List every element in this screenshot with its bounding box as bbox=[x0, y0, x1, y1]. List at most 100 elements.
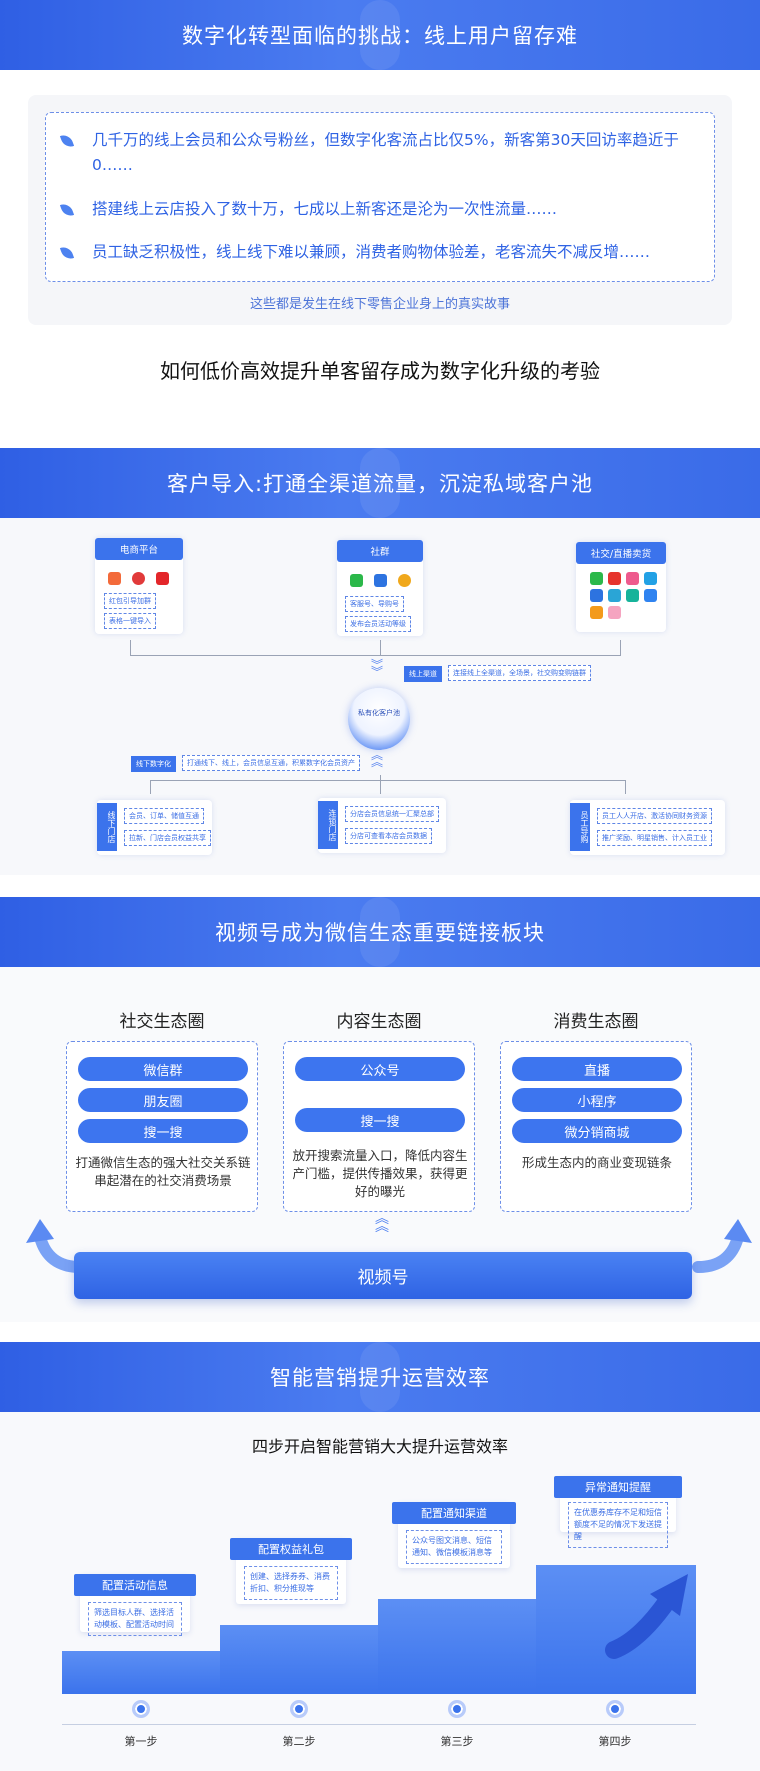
ecosystem-item: 微信群 bbox=[78, 1057, 248, 1081]
section2-banner: 客户导入:打通全渠道流量，沉淀私域客户池 bbox=[0, 448, 760, 518]
chevron-up-icon: ︽︽ bbox=[375, 1211, 389, 1235]
chevron-down-icon: ︾︾ bbox=[371, 658, 384, 679]
outlet-staff-label: 员工导购 bbox=[570, 803, 590, 851]
source-social-live: 社交/直播卖货 bbox=[576, 542, 666, 632]
private-pool-circle bbox=[348, 688, 410, 750]
source-tag: 客服号、导购号 bbox=[345, 596, 404, 612]
qq-icon bbox=[590, 589, 603, 602]
column-description: 放开搜索流量入口，降低内容生产门槛，提供传播效果，获得更好的曝光 bbox=[292, 1148, 468, 1199]
section4-title: 智能营销提升运营效率 bbox=[270, 1366, 490, 1390]
section4-subtitle: 四步开启智能营销大大提升运营效率 bbox=[251, 1437, 508, 1456]
video-account-base: 视频号 bbox=[74, 1252, 692, 1299]
connector-line bbox=[130, 640, 131, 655]
section1-title: 数字化转型面临的挑战：线上用户留存难 bbox=[182, 24, 578, 48]
step-description: 创建、选择券券、消费折扣、积分推现等 bbox=[244, 1566, 338, 1600]
step-description: 公众号图文消息、短信通知、微信模板消息等 bbox=[406, 1530, 502, 1564]
connector-line bbox=[380, 640, 381, 655]
ecosystem-item: 搜一搜 bbox=[78, 1119, 248, 1143]
outlet-chain: 连锁门店 分店会员信息统一汇聚总部 分店可查看本店会员数据 bbox=[318, 798, 446, 853]
curved-arrow-right-icon bbox=[692, 1219, 752, 1273]
outlet-staff: 员工导购 员工人人开店、激活协同财务资源 推广奖励、明星销售、计入员工业 bbox=[570, 800, 725, 855]
step-head: 配置活动信息 bbox=[74, 1574, 196, 1596]
step-dot bbox=[606, 1700, 624, 1718]
source-community: 社群 客服号、导购号 发布会员活动等级 bbox=[337, 540, 423, 636]
ecosystem-item: 微分销商城 bbox=[512, 1119, 682, 1143]
section4-banner: 智能营销提升运营效率 bbox=[0, 1342, 760, 1412]
step-label: 第一步 bbox=[124, 1735, 158, 1748]
step-label: 第二步 bbox=[282, 1735, 316, 1748]
connector-line bbox=[130, 655, 621, 656]
stair-step bbox=[220, 1625, 378, 1694]
section1-banner: 数字化转型面临的挑战：线上用户留存难 bbox=[0, 0, 760, 70]
outlet-chain-label: 连锁门店 bbox=[318, 801, 338, 849]
connector-line bbox=[380, 775, 381, 794]
challenge-box bbox=[45, 112, 715, 282]
ecosystem-item: 小程序 bbox=[512, 1088, 682, 1112]
pdd-icon bbox=[156, 572, 169, 585]
source-ecommerce: 电商平台 红包引导加群 表格一键导入 bbox=[95, 538, 183, 634]
connector-line bbox=[150, 780, 625, 781]
step-head: 配置通知渠道 bbox=[392, 1502, 516, 1524]
taobao-live-icon bbox=[590, 606, 603, 619]
connector-line bbox=[150, 780, 151, 794]
step-dot bbox=[448, 1700, 466, 1718]
flow-tag: 线下数字化 bbox=[131, 756, 176, 772]
kuaishou-icon bbox=[644, 572, 657, 585]
step-description: 筛选目标人群、选择活动模板、配置活动时间 bbox=[88, 1602, 182, 1636]
timeline-line bbox=[62, 1724, 696, 1725]
outlet-tag: 分店会员信息统一汇聚总部 bbox=[345, 806, 439, 822]
outlet-store-label: 线下门店 bbox=[97, 803, 117, 851]
weibo-icon bbox=[608, 572, 621, 585]
section3-title: 视频号成为微信生态重要链接板块 bbox=[215, 921, 545, 945]
source-tag: 表格一键导入 bbox=[104, 613, 156, 629]
challenge-note: 这些都是发生在线下零售企业身上的真实故事 bbox=[249, 297, 510, 312]
chevron-up-icon: ︽︽ bbox=[371, 748, 384, 769]
outlet-tag: 会员、订单、储值互通 bbox=[124, 808, 204, 824]
qq-icon bbox=[374, 574, 387, 587]
section3-banner: 视频号成为微信生态重要链接板块 bbox=[0, 897, 760, 967]
wechat-icon bbox=[350, 574, 363, 587]
step-card: 配置权益礼包 创建、选择券券、消费折扣、积分推现等 bbox=[230, 1538, 352, 1604]
video-account-label: 视频号 bbox=[357, 1268, 409, 1288]
ecosystem-item: 朋友圈 bbox=[78, 1088, 248, 1112]
connector-line bbox=[620, 640, 621, 655]
step-label: 第三步 bbox=[440, 1735, 474, 1748]
flow-tag: 打通线下、线上，会员信息互通，积累数字化会员资产 bbox=[182, 755, 360, 771]
connector-line bbox=[625, 780, 626, 794]
weibo-icon bbox=[398, 574, 411, 587]
column-description: 形成生态内的商业变现链条 bbox=[521, 1155, 672, 1170]
live-icon bbox=[608, 589, 621, 602]
outlet-tag: 员工人人开店、激活协同财务资源 bbox=[597, 808, 712, 824]
shop-icon bbox=[608, 606, 621, 619]
growth-arrow-icon bbox=[605, 1574, 688, 1659]
step-card: 配置通知渠道 公众号图文消息、短信通知、微信模板消息等 bbox=[392, 1502, 516, 1568]
wechat-icon bbox=[590, 572, 603, 585]
outlet-tag: 拉新、门店会员权益共享 bbox=[124, 830, 211, 846]
outlet-store: 线下门店 会员、订单、储值互通 拉新、门店会员权益共享 bbox=[97, 800, 212, 855]
source-social-live-label: 社交/直播卖货 bbox=[576, 542, 666, 564]
ecosystem-item: 公众号 bbox=[295, 1057, 465, 1081]
source-tag: 发布会员活动等级 bbox=[345, 616, 411, 632]
douyin-icon bbox=[644, 589, 657, 602]
step-dot bbox=[290, 1700, 308, 1718]
column-title: 社交生态圈 bbox=[119, 1012, 205, 1032]
ecosystem-item: 直播 bbox=[512, 1057, 682, 1081]
source-tag: 红包引导加群 bbox=[104, 593, 156, 609]
column-description: 打通微信生态的强大社交关系链串起潜在的社交消费场景 bbox=[75, 1155, 251, 1188]
challenge-headline: 如何低价高效提升单客留存成为数字化升级的考验 bbox=[160, 359, 600, 383]
video-icon bbox=[626, 589, 639, 602]
consumer-ecosystem-panel: 直播 小程序 微分销商城 形成生态内的商业变现链条 bbox=[500, 1041, 692, 1212]
step-card: 异常通知提醒 在优惠券库存不足和短信额度不足的情况下发送提醒 bbox=[554, 1476, 682, 1548]
taobao-icon bbox=[108, 572, 121, 585]
step-card: 配置活动信息 筛选目标人群、选择活动模板、配置活动时间 bbox=[74, 1574, 196, 1636]
stair-step bbox=[62, 1651, 220, 1694]
social-ecosystem-panel: 微信群 朋友圈 搜一搜 打通微信生态的强大社交关系链串起潜在的社交消费场景 bbox=[66, 1041, 258, 1212]
xiaohongshu-icon bbox=[626, 572, 639, 585]
challenge-item: 员工缺乏积极性，线上线下难以兼顾，消费者购物体验差，老客流失不减反增…… bbox=[59, 240, 702, 265]
step-head: 异常通知提醒 bbox=[554, 1476, 682, 1498]
jd-icon bbox=[132, 572, 145, 585]
stair-step bbox=[378, 1599, 536, 1694]
column-title: 消费生态圈 bbox=[553, 1012, 639, 1032]
flow-tag: 线上渠道 bbox=[404, 666, 442, 682]
step-dot bbox=[132, 1700, 150, 1718]
